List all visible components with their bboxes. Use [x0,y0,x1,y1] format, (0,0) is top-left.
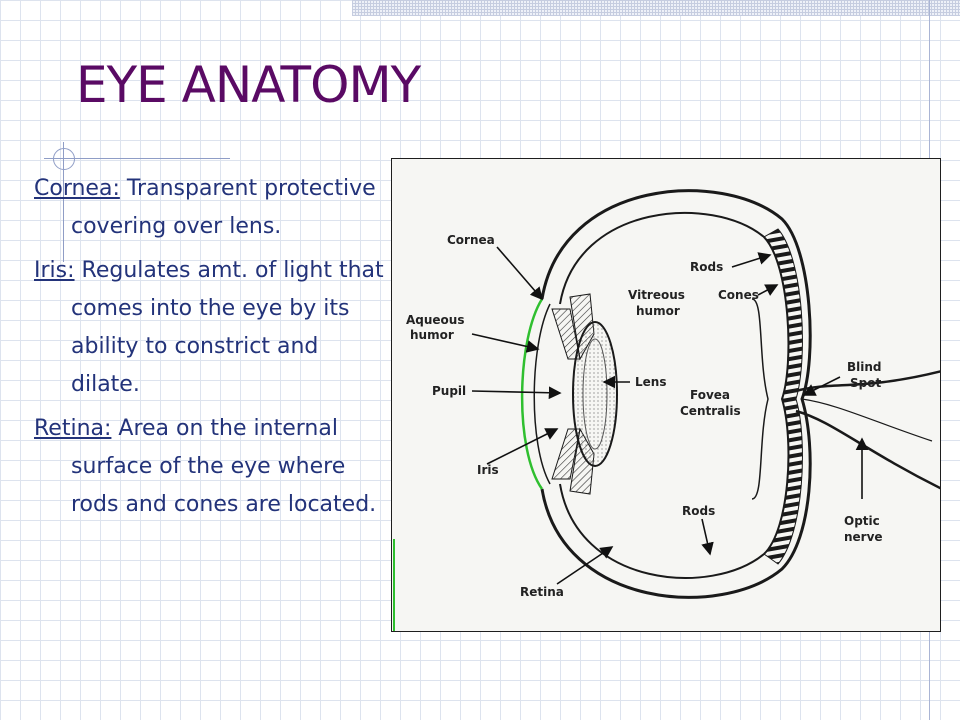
term-cornea: Cornea: [34,176,120,201]
label-lens: Lens [635,375,666,389]
label-vitreous-2: humor [636,304,680,318]
crosshair-circle [53,148,75,170]
retina-rods-band [763,398,803,565]
term-retina: Retina: [34,416,112,441]
arrow-aqueous [471,333,540,353]
label-cornea: Cornea [447,233,495,247]
label-fovea-2: Centralis [680,404,741,418]
entry-iris: Iris: Regulates amt. of light that comes… [34,252,394,404]
optic-nerve-lower [795,409,940,490]
cornea-shape [520,298,544,490]
optic-nerve-inner [801,398,933,442]
label-retina: Retina [520,585,564,599]
eye-diagram-svg: Cornea Aqueous humor Pupil Iris Lens Vit… [393,189,940,631]
definition-cornea: Transparent protective covering over len… [71,176,376,239]
arrow-cornea [496,246,544,301]
label-fovea-1: Fovea [690,388,730,402]
term-iris: Iris: [34,258,75,283]
decorative-top-band [352,0,960,16]
lens-core [582,338,608,450]
label-rods-top: Rods [690,260,723,274]
label-blind-1: Blind [847,360,882,374]
label-optic-2: nerve [844,530,883,544]
eye-diagram: Cornea Aqueous humor Pupil Iris Lens Vit… [391,158,941,632]
label-optic-1: Optic [844,514,880,528]
slide-title: EYE ANATOMY [76,56,421,114]
arrow-blind-spot [802,376,841,396]
label-iris: Iris [477,463,499,477]
bullet-list: Cornea: Transparent protective covering … [34,170,394,530]
fovea-bracket [751,298,769,500]
arrow-retina [556,546,614,585]
arrow-cones [757,284,779,296]
label-vitreous-1: Vitreous [628,288,685,302]
label-cones: Cones [718,288,759,302]
arrow-iris [486,428,559,465]
label-pupil: Pupil [432,384,466,398]
arrow-rods-bottom [701,518,714,556]
entry-retina: Retina: Area on the internal surface of … [34,410,394,524]
crosshair-vertical-line [63,142,64,262]
lens-shape [572,321,618,467]
label-aqueous-2: humor [410,328,454,342]
cornea-inner-edge [533,303,551,485]
arrow-pupil [471,386,562,400]
label-rods-bottom: Rods [682,504,715,518]
definition-iris: Regulates amt. of light that comes into … [71,258,384,397]
label-blind-2: Spot [850,376,881,390]
definition-retina: Area on the internal surface of the eye … [71,416,377,517]
entry-cornea: Cornea: Transparent protective covering … [34,170,394,246]
arrow-rods-top [731,252,772,268]
crosshair-horizontal-line [44,158,230,159]
label-aqueous-1: Aqueous [406,313,465,327]
